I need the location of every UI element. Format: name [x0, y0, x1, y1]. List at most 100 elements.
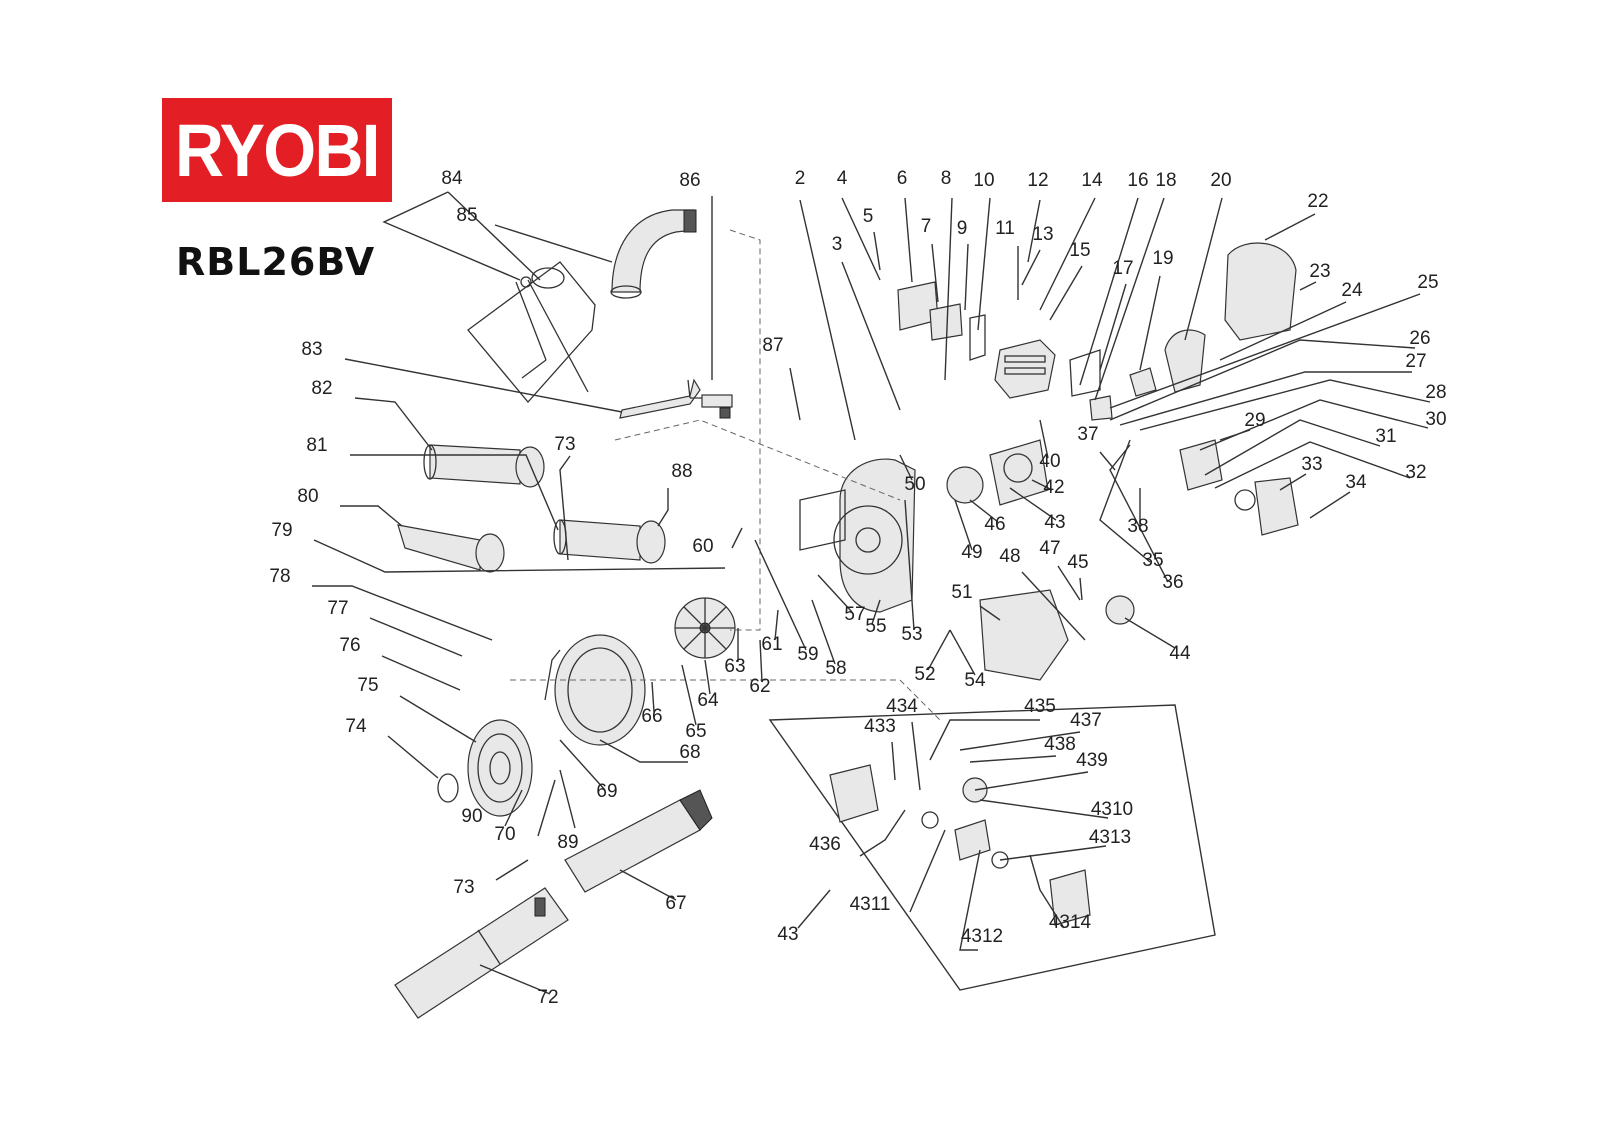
leader-line-53 — [904, 499, 915, 631]
part-label-16: 16 — [1127, 170, 1148, 191]
part-label-26: 26 — [1409, 328, 1430, 349]
leader-line-4314 — [1029, 854, 1065, 929]
part-label-3: 3 — [832, 234, 843, 255]
leader-line-434 — [911, 721, 921, 791]
part-label-439: 439 — [1076, 750, 1108, 771]
leader-line-55 — [871, 599, 881, 625]
top-small-parts-drawing — [897, 242, 1299, 536]
leader-line-43a — [1009, 487, 1057, 521]
leader-line-5 — [873, 231, 881, 271]
part-label-38: 38 — [1127, 516, 1148, 537]
leader-line-48 — [1021, 571, 1086, 641]
volute-drawing — [544, 634, 646, 746]
part-label-14: 14 — [1081, 170, 1103, 191]
part-label-85: 85 — [456, 205, 477, 226]
part-label-46: 46 — [984, 514, 1005, 535]
leader-line-36 — [1109, 444, 1169, 583]
part-label-75: 75 — [357, 675, 378, 696]
part-label-4314: 4314 — [1049, 912, 1092, 933]
leader-line-33 — [1279, 473, 1307, 491]
leader-line-40 — [1039, 419, 1049, 459]
part-label-74: 74 — [345, 716, 367, 737]
part-label-48: 48 — [999, 546, 1020, 567]
leader-line-18 — [1094, 197, 1165, 401]
part-label-17: 17 — [1112, 258, 1133, 279]
ryobi-logo: RYOBI — [162, 98, 392, 202]
part-label-23: 23 — [1309, 261, 1330, 282]
leader-line-439 — [974, 771, 1089, 791]
part-label-28: 28 — [1425, 382, 1446, 403]
part-label-11: 11 — [995, 218, 1015, 239]
part-label-7: 7 — [921, 216, 932, 237]
crankcase-kit-drawing — [829, 764, 1091, 926]
part-label-69: 69 — [596, 781, 617, 802]
part-label-70: 70 — [494, 824, 515, 845]
leader-line-20 — [1184, 197, 1223, 341]
leader-line-28 — [1139, 379, 1431, 431]
part-label-62: 62 — [749, 676, 770, 697]
leader-line-22 — [1264, 213, 1316, 241]
part-label-29: 29 — [1244, 410, 1265, 431]
part-label-20: 20 — [1210, 170, 1231, 191]
part-label-51: 51 — [951, 582, 972, 603]
part-label-77: 77 — [327, 598, 348, 619]
part-label-31: 31 — [1375, 426, 1396, 447]
leader-line-4 — [841, 197, 881, 281]
part-label-15: 15 — [1069, 240, 1090, 261]
part-label-88: 88 — [671, 461, 692, 482]
leader-line-37 — [1099, 451, 1116, 471]
leader-line-68 — [599, 739, 688, 763]
part-label-89: 89 — [557, 832, 578, 853]
part-label-66: 66 — [641, 706, 662, 727]
leader-line-83 — [344, 358, 623, 413]
leader-line-34 — [1309, 491, 1351, 519]
leader-line-69 — [559, 739, 606, 791]
part-label-63: 63 — [724, 656, 745, 677]
leader-line-2 — [799, 199, 856, 441]
part-label-43b: 43 — [777, 924, 798, 945]
leader-line-32 — [1214, 441, 1411, 489]
leader-line-47 — [1057, 565, 1081, 601]
part-label-37: 37 — [1077, 424, 1098, 445]
part-label-61: 61 — [761, 634, 782, 655]
part-label-22: 22 — [1307, 191, 1328, 212]
part-label-12: 12 — [1027, 170, 1048, 191]
leader-line-27 — [1119, 371, 1412, 426]
part-label-49: 49 — [961, 542, 982, 563]
part-label-60: 60 — [692, 536, 713, 557]
leader-line-4311 — [909, 829, 946, 913]
part-label-54: 54 — [964, 670, 986, 691]
part-label-18: 18 — [1155, 170, 1176, 191]
leader-line-435 — [929, 719, 1040, 761]
part-label-58: 58 — [825, 658, 846, 679]
part-label-81: 81 — [306, 435, 327, 456]
part-label-50: 50 — [904, 474, 925, 495]
part-label-42: 42 — [1043, 477, 1064, 498]
nozzle-80-drawing — [397, 524, 505, 573]
assembly-guide-line — [510, 679, 941, 721]
part-label-52: 52 — [914, 664, 935, 685]
leader-line-30 — [1199, 399, 1429, 451]
leader-line-8 — [944, 197, 953, 381]
leader-line-73a — [559, 455, 571, 561]
part-label-44: 44 — [1169, 643, 1191, 664]
leader-line-438 — [969, 755, 1057, 763]
blower-tubes-drawing — [394, 789, 713, 1019]
part-label-79: 79 — [271, 520, 292, 541]
part-label-434: 434 — [886, 696, 918, 717]
part-label-43a: 43 — [1044, 512, 1065, 533]
leader-line-57 — [817, 574, 853, 613]
leader-line-9 — [964, 243, 969, 311]
blower-housing-drawing — [799, 458, 916, 613]
part-label-6: 6 — [897, 168, 908, 189]
part-label-19: 19 — [1152, 248, 1173, 269]
leader-line-4310 — [979, 799, 1109, 819]
part-label-4310: 4310 — [1091, 799, 1133, 820]
part-label-53: 53 — [901, 624, 922, 645]
vacuum-bag-drawing — [467, 261, 596, 403]
leader-line-26 — [1109, 339, 1416, 421]
part-label-4312: 4312 — [961, 926, 1003, 947]
part-label-45: 45 — [1067, 552, 1088, 573]
leader-line-77 — [369, 617, 463, 657]
leader-line-3 — [841, 261, 901, 411]
